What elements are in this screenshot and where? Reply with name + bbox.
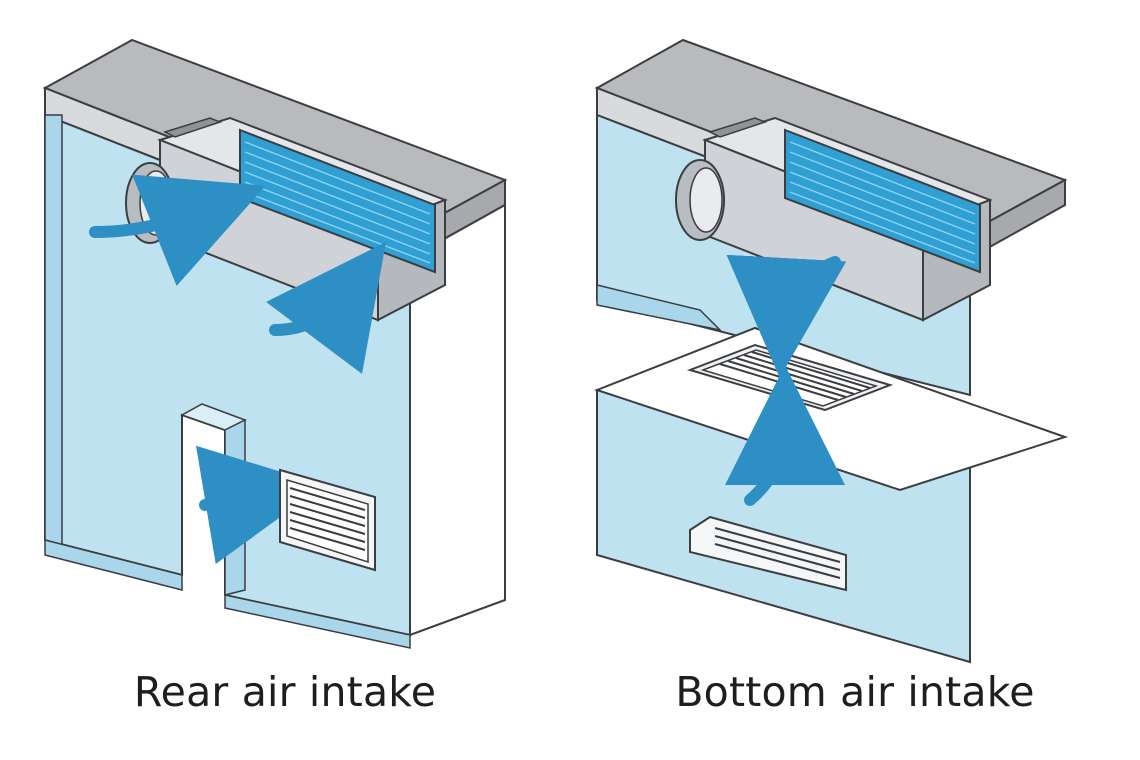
curved-arrow-icon [89,174,266,286]
curved-arrow-icon [726,254,847,378]
rear-intake-illustration [42,38,508,649]
wall-bottom-right [224,594,411,649]
wall-bottom-left [44,539,183,591]
curved-arrow-icon [724,365,845,506]
door-jamb [224,418,246,596]
rear-intake-panel: Rear air intake [42,38,508,716]
wall-side [409,203,506,637]
bottom-intake-caption: Bottom air intake [675,668,1035,716]
rear-intake-caption: Rear air intake [133,668,437,716]
curved-arrow-icon [265,242,387,375]
wall-edge [44,114,63,547]
return-air-grille-icon [689,515,847,592]
curved-arrow-icon [195,445,325,565]
bottom-intake-illustration [594,38,1069,664]
wall-ledge [596,284,723,332]
bottom-intake-panel: Bottom air intake [570,0,1140,760]
return-air-grille-icon [279,468,376,572]
ducted-fan-coil-unit-icon [675,116,993,322]
